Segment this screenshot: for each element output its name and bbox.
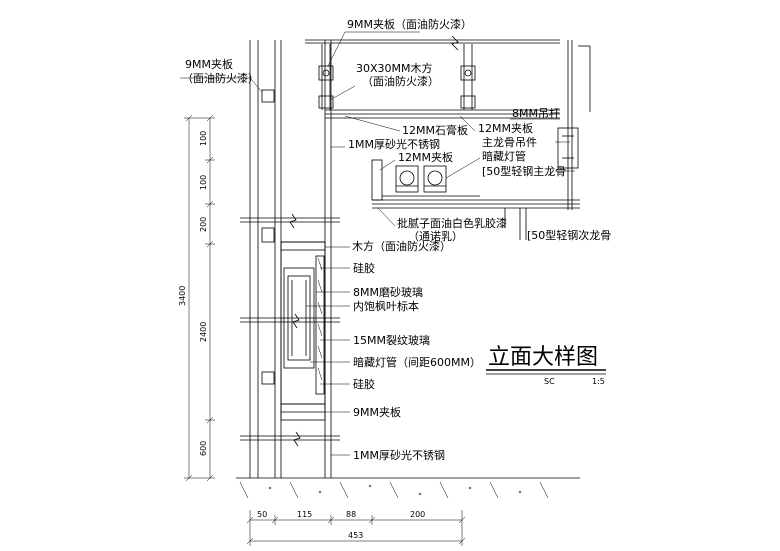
callout-plywood-left: 9MM夹板 xyxy=(185,57,233,71)
dim-h-2: 115 xyxy=(297,510,312,519)
callout-frosted-glass: 8MM磨砂玻璃 xyxy=(353,285,423,299)
dim-v-2: 100 xyxy=(199,175,208,190)
callout-silicone-bottom: 硅胶 xyxy=(353,377,375,391)
dim-v-1: 100 xyxy=(199,131,208,146)
callout-plywood-12: 12MM夹板 xyxy=(398,150,453,164)
callout-wood-batten: 30X30MM木方 xyxy=(356,61,433,75)
callout-main-keel-hanger: 主龙骨吊件 xyxy=(482,136,537,149)
horizontal-dimensions: 50 115 88 200 453 xyxy=(246,510,466,546)
title-main: 立面大样图 xyxy=(488,345,598,370)
callout-gypsum-board: 12MM石膏板 xyxy=(402,123,468,137)
ceiling-structure xyxy=(305,35,591,240)
callout-labels: 9MM夹板（面油防火漆） 9MM夹板 （面油防火漆） 30X30MM木方 （面油… xyxy=(182,17,611,462)
dim-h-4: 200 xyxy=(410,510,425,519)
callout-silicone-top: 硅胶 xyxy=(353,261,375,275)
title-scale: 1:5 xyxy=(592,377,605,386)
callout-wood-batten-note: （面油防火漆） xyxy=(362,74,439,88)
dim-v-5: 600 xyxy=(199,441,208,456)
callout-hidden-light-mid: 暗藏灯管（间距600MM） xyxy=(353,355,481,369)
dim-v-4: 2400 xyxy=(199,322,208,342)
callout-plywood-bottom: 9MM夹板 xyxy=(353,405,401,419)
callout-crackle-glass: 15MM裂纹玻璃 xyxy=(353,333,430,347)
callout-stainless-bottom: 1MM厚砂光不锈钢 xyxy=(353,448,445,462)
callout-putty-paint: 批腻子面油白色乳胶漆 xyxy=(397,216,507,230)
callout-maple-specimen: 内饱枫叶标本 xyxy=(353,299,419,313)
drawing-title: 立面大样图 SC 1:5 xyxy=(486,345,606,386)
dim-h-1: 50 xyxy=(257,510,267,519)
callout-hanger-rod: 8MM吊杆 xyxy=(512,106,560,120)
callout-wood-batten-mid: 木方（面油防火漆） xyxy=(352,239,451,253)
leader-lines xyxy=(180,31,575,456)
title-code: SC xyxy=(544,377,555,386)
callout-plywood-top: 9MM夹板（面油防火漆） xyxy=(347,17,472,31)
vertical-dimensions: 100 100 200 2400 600 3400 xyxy=(178,114,215,482)
callout-plywood-12-right: 12MM夹板 xyxy=(478,121,533,135)
callout-hidden-light-top: 暗藏灯管 xyxy=(482,149,526,163)
callout-stainless-top: 1MM厚砂光不锈钢 xyxy=(348,137,440,151)
dim-h-3: 88 xyxy=(346,510,356,519)
floor xyxy=(236,477,580,499)
callout-plywood-left-note: （面油防火漆） xyxy=(182,71,259,85)
callout-main-keel: [50型轻钢主龙骨 xyxy=(482,164,566,178)
dim-v-total: 3400 xyxy=(178,286,187,306)
callout-secondary-keel: [50型轻钢次龙骨 xyxy=(527,228,611,242)
display-cabinet xyxy=(280,241,326,421)
dim-v-3: 200 xyxy=(199,217,208,232)
dim-h-total: 453 xyxy=(348,531,363,540)
callout-putty-paint-note: （通诺乳） xyxy=(408,230,463,243)
